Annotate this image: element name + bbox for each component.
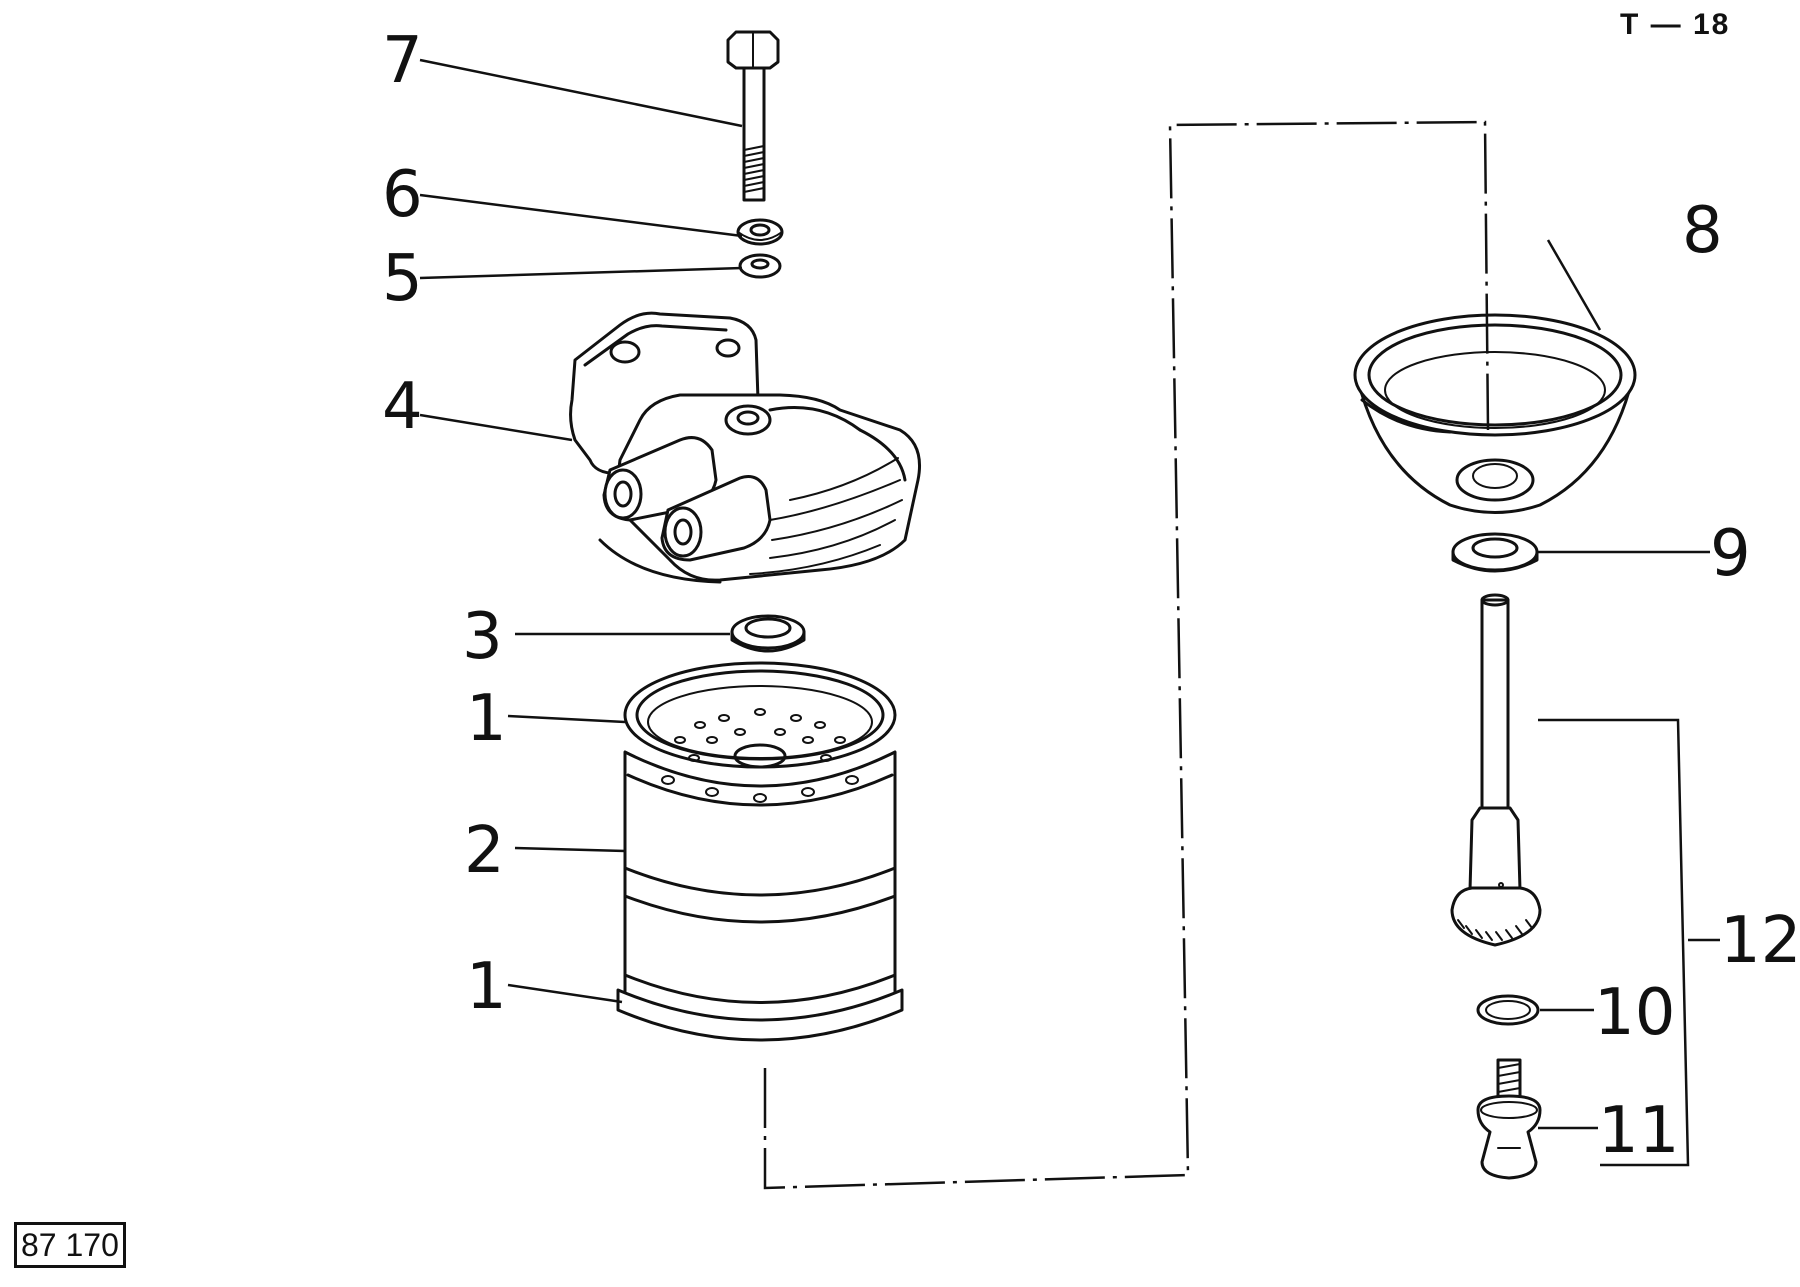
callout-1-bottom: 1 [466, 950, 507, 1024]
part-9-gasket [1451, 532, 1539, 573]
callout-4: 4 [382, 370, 423, 444]
figure-number: 87 170 [14, 1222, 126, 1268]
part-10-o-ring [1476, 994, 1540, 1026]
leader-lines [419, 58, 1710, 1130]
page-reference: T — 18 [1620, 8, 1731, 41]
part-2-filter-element [616, 661, 904, 1042]
part-12-drain-assembly [1450, 593, 1542, 947]
assembly-connection-line [763, 120, 1490, 1190]
callout-2: 2 [464, 814, 505, 888]
part-12-bracket [1538, 718, 1690, 1167]
part-6-washer [736, 218, 784, 246]
part-5-washer [738, 253, 782, 279]
callout-12: 12 [1720, 904, 1800, 978]
callout-9: 9 [1710, 517, 1751, 591]
callout-1-top: 1 [466, 682, 507, 756]
callout-5: 5 [382, 242, 423, 316]
part-7-bolt [726, 30, 780, 202]
callout-6: 6 [382, 158, 423, 232]
part-4-filter-head [569, 311, 921, 584]
callout-11: 11 [1598, 1094, 1679, 1168]
callout-3: 3 [462, 600, 503, 674]
part-3-seal-ring [730, 614, 806, 653]
callout-8: 8 [1682, 194, 1723, 268]
part-8-bowl [1353, 313, 1637, 514]
callout-10: 10 [1594, 976, 1675, 1050]
part-11-drain-plug [1476, 1058, 1542, 1180]
callout-7: 7 [382, 24, 423, 98]
